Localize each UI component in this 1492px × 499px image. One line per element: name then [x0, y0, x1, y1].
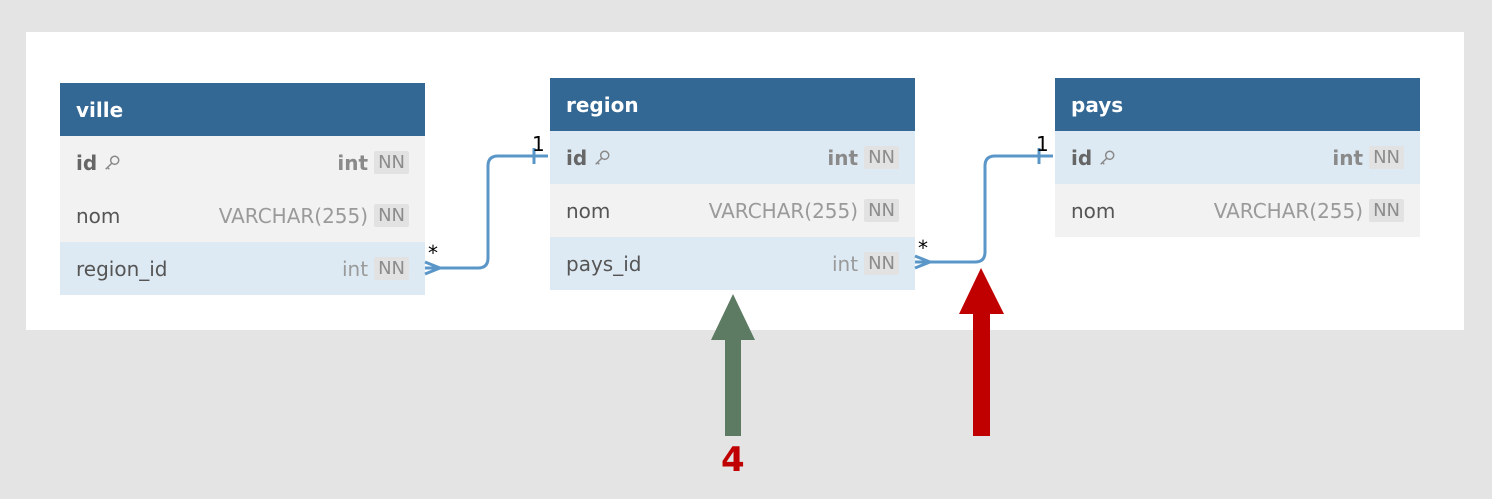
column-name: pays_id — [566, 251, 642, 276]
key-icon — [105, 155, 120, 170]
table-row[interactable]: region_id int NN — [60, 242, 425, 295]
table-row[interactable]: pays_id int NN — [550, 237, 915, 290]
column-type: int — [341, 256, 369, 281]
annotation-number: 4 — [721, 440, 745, 480]
not-null-badge: NN — [864, 146, 899, 169]
key-icon — [1100, 150, 1115, 165]
table-header[interactable]: region — [550, 78, 915, 131]
cardinality-one: 1 — [1036, 132, 1049, 156]
column-type: int — [1332, 145, 1364, 170]
table-row[interactable]: id int NN — [550, 131, 915, 184]
column-name: nom — [566, 198, 611, 223]
not-null-badge: NN — [864, 252, 899, 275]
column-type: VARCHAR(255) — [218, 203, 369, 228]
cardinality-many: * — [428, 241, 438, 265]
column-type: int — [337, 150, 369, 175]
column-type: int — [827, 145, 859, 170]
relation-connector[interactable] — [915, 154, 1053, 264]
crowfoot-marker — [424, 260, 441, 276]
crowfoot-marker — [914, 254, 931, 270]
table-row[interactable]: nom VARCHAR(255) NN — [1055, 184, 1420, 237]
cardinality-one: 1 — [532, 132, 545, 156]
column-name-cell: id — [76, 151, 121, 175]
relation-connector[interactable] — [425, 154, 548, 270]
table-row[interactable]: id int NN — [1055, 131, 1420, 184]
not-null-badge: NN — [374, 204, 409, 227]
table-row[interactable]: id int NN — [60, 136, 425, 189]
not-null-badge: NN — [864, 199, 899, 222]
table-header[interactable]: ville — [60, 83, 425, 136]
not-null-badge: NN — [1369, 146, 1404, 169]
red-arrow — [959, 268, 1004, 436]
column-name: id — [1071, 145, 1093, 170]
table-row[interactable]: nom VARCHAR(255) NN — [550, 184, 915, 237]
table-header[interactable]: pays — [1055, 78, 1420, 131]
column-name: id — [566, 145, 588, 170]
cardinality-many: * — [918, 236, 928, 260]
column-type: VARCHAR(255) — [1213, 198, 1364, 223]
column-type: int — [831, 251, 859, 276]
column-type: VARCHAR(255) — [708, 198, 859, 223]
green-arrow — [711, 294, 755, 436]
column-name-cell: id — [1071, 146, 1116, 170]
table-pays[interactable]: pays id int NN nom VARCHAR(255) NN — [1055, 78, 1420, 237]
not-null-badge: NN — [1369, 199, 1404, 222]
table-row[interactable]: nom VARCHAR(255) NN — [60, 189, 425, 242]
column-name: nom — [76, 203, 121, 228]
column-name: region_id — [76, 256, 168, 281]
table-ville[interactable]: ville id int NN nom VARCHAR(255) NN regi… — [60, 83, 425, 295]
column-name-cell: id — [566, 146, 611, 170]
not-null-badge: NN — [374, 151, 409, 174]
column-name: id — [76, 150, 98, 175]
not-null-badge: NN — [374, 257, 409, 280]
column-name: nom — [1071, 198, 1116, 223]
table-region[interactable]: region id int NN nom VARCHAR(255) NN pay… — [550, 78, 915, 290]
key-icon — [595, 150, 610, 165]
